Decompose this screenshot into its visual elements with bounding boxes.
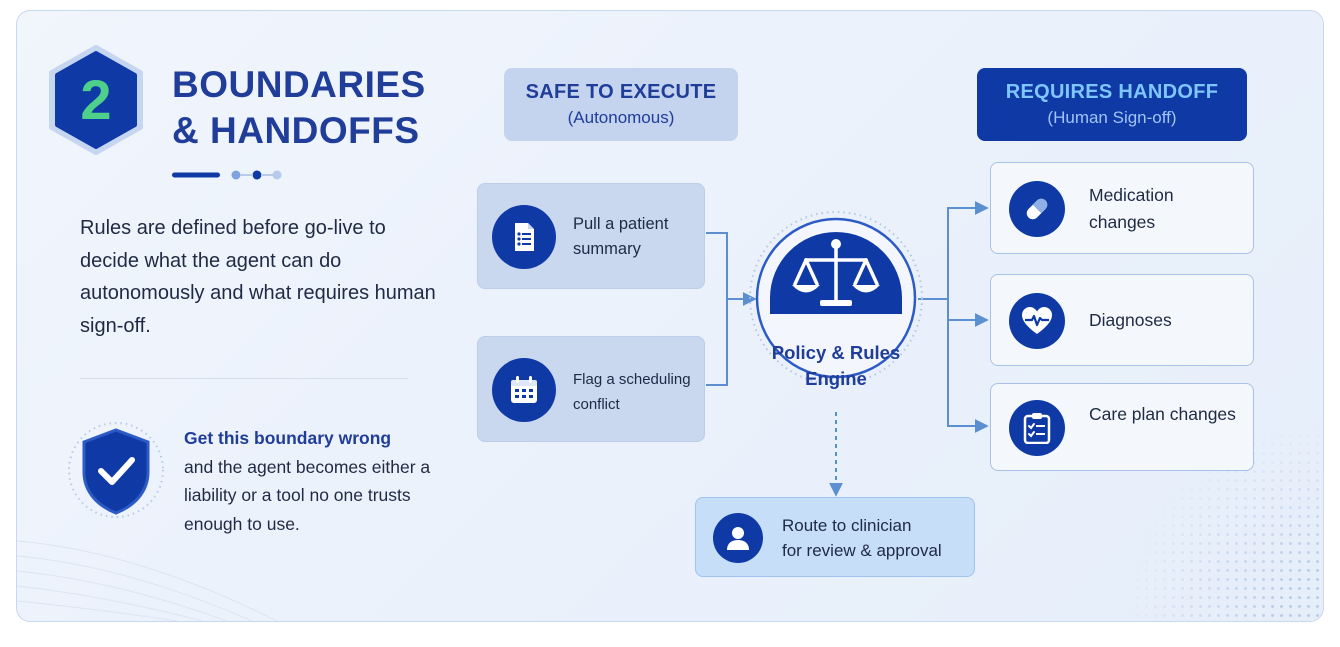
safe-header-subtitle: (Autonomous) (567, 108, 675, 127)
action-pull-patient-summary: Pull a patient summary (477, 183, 705, 289)
action-flag-scheduling-conflict: Flag a scheduling conflict (477, 336, 705, 442)
page-title: BOUNDARIES & HANDOFFS (172, 62, 462, 154)
scales-icon (749, 211, 923, 385)
title-line-2: & HANDOFFS (172, 110, 420, 151)
description-text: Rules are defined before go-live to deci… (80, 217, 436, 337)
warning-text: Get this boundary wrong and the agent be… (184, 424, 454, 538)
route-to-clinician: Route to clinician for review & approval (695, 497, 975, 577)
route-label-line-1: Route to clinician (782, 516, 912, 535)
handoff-label: Diagnoses (1089, 310, 1172, 330)
safe-to-execute-header: SAFE TO EXECUTE (Autonomous) (504, 68, 738, 141)
route-label: Route to clinician for review & approval (782, 513, 967, 563)
section-divider (80, 378, 408, 379)
handoff-header-title: REQUIRES HANDOFF (1005, 81, 1219, 103)
shield-check-icon (68, 422, 164, 518)
handoff-diagnoses: Diagnoses (990, 274, 1254, 366)
handoff-medication-changes: Medication changes (990, 162, 1254, 254)
requires-handoff-header: REQUIRES HANDOFF (Human Sign-off) (977, 68, 1247, 141)
calendar-icon (492, 358, 556, 422)
hexagon-badge-icon (49, 45, 143, 155)
safe-header-title: SAFE TO EXECUTE (525, 81, 717, 103)
warning-emphasis: Get this boundary wrong (184, 428, 392, 448)
handoff-care-plan-changes: Care plan changes (990, 383, 1254, 471)
engine-label-line-1: Policy & Rules (771, 342, 901, 363)
title-underline-dots (172, 170, 282, 180)
handoff-label: Medication changes (1089, 185, 1174, 232)
heart-pulse-icon (1009, 293, 1065, 349)
route-label-line-2: for review & approval (782, 541, 942, 560)
pill-icon (1009, 181, 1065, 237)
user-icon (713, 513, 763, 563)
title-line-1: BOUNDARIES (172, 64, 426, 105)
badge-number: 2 (80, 68, 112, 131)
warning-body: and the agent becomes either a liability… (184, 456, 431, 534)
engine-label: Policy & Rules Engine (757, 340, 915, 392)
handoff-header-subtitle: (Human Sign-off) (1047, 108, 1177, 127)
clipboard-icon (1009, 400, 1065, 456)
action-label: Flag a scheduling conflict (573, 371, 691, 413)
document-icon (492, 205, 556, 269)
action-label: Pull a patient summary (573, 215, 669, 258)
wave-lines (17, 540, 278, 621)
handoff-label: Care plan changes (1089, 404, 1236, 424)
engine-label-line-2: Engine (805, 368, 867, 389)
